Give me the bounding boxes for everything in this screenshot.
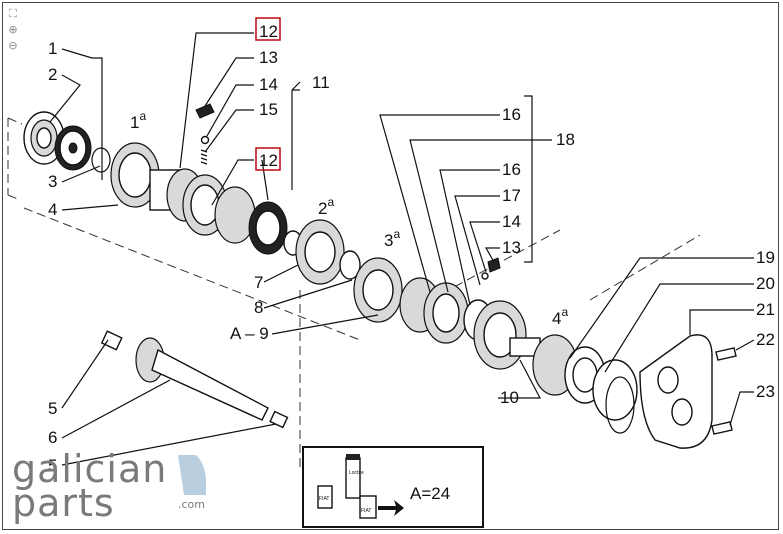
callout-12-top[interactable]: 12 <box>259 22 278 41</box>
callout-16-top[interactable]: 16 <box>502 105 521 124</box>
plate-21-part <box>639 334 713 449</box>
callout-8[interactable]: 8 <box>254 298 263 317</box>
callout-2[interactable]: 2 <box>48 65 57 84</box>
callout-5-bottom[interactable]: 5 <box>48 456 57 475</box>
callout-13-top[interactable]: 13 <box>259 48 278 67</box>
boundary-dashed-right <box>429 229 701 301</box>
sealant-tube-icon <box>345 457 361 499</box>
bearing-part <box>23 111 65 165</box>
gear-2a-part <box>283 219 361 285</box>
svg-text:Loctite: Loctite <box>349 470 364 476</box>
logo-line-1: galician <box>12 447 168 491</box>
callout-19[interactable]: 19 <box>756 248 775 267</box>
logo-car-icon <box>178 455 206 495</box>
callout-22[interactable]: 22 <box>756 330 775 349</box>
sealant-legend: Loctite FIAT FIAT A=24 <box>302 446 484 528</box>
bracket-16 <box>524 95 533 263</box>
highlight-box-12b <box>255 147 281 171</box>
zoom-out-icon[interactable]: ⊖ <box>8 39 18 52</box>
gear-1a-part <box>110 142 204 222</box>
ring-20-part <box>605 376 635 434</box>
svg-text:FIAT: FIAT <box>361 508 371 514</box>
galicianparts-logo: galician parts <box>12 447 168 525</box>
callout-4[interactable]: 4 <box>48 200 57 219</box>
bracket-11 <box>291 89 300 190</box>
fiat-box-left-icon <box>317 485 333 509</box>
bolt-23-part <box>711 421 733 435</box>
key-13b-part <box>487 257 501 273</box>
callout-12-bottom[interactable]: 12 <box>259 151 278 170</box>
callout-gear-2a[interactable]: 2a <box>318 195 334 218</box>
callout-gear-4a[interactable]: 4a <box>552 305 568 328</box>
ball-14b-part <box>481 272 489 280</box>
callout-5-top[interactable]: 5 <box>48 399 57 418</box>
logo-line-2: parts <box>12 481 115 525</box>
bolt-22-part <box>715 347 737 361</box>
callout-21[interactable]: 21 <box>756 300 775 319</box>
callout-14-top[interactable]: 14 <box>259 75 278 94</box>
callout-a9[interactable]: A – 9 <box>230 324 269 343</box>
synchro-hub-part <box>182 174 288 255</box>
highlight-box-12a <box>255 17 281 41</box>
callout-15[interactable]: 15 <box>259 100 278 119</box>
leader-lines <box>49 32 755 466</box>
legend-formula: A=24 <box>410 484 450 503</box>
callout-17[interactable]: 17 <box>502 186 521 205</box>
callout-10[interactable]: 10 <box>500 388 519 407</box>
fiat-box-right-icon <box>359 495 377 519</box>
callout-20[interactable]: 20 <box>756 274 775 293</box>
callout-7[interactable]: 7 <box>254 273 263 292</box>
callout-16-bottom[interactable]: 16 <box>502 160 521 179</box>
callout-gear-3a[interactable]: 3a <box>384 227 400 250</box>
arrow-icon <box>378 500 404 516</box>
callout-3[interactable]: 3 <box>48 172 57 191</box>
callout-14-bottom[interactable]: 14 <box>502 212 521 231</box>
callout-1[interactable]: 1 <box>48 39 57 58</box>
bearing-20-part <box>592 359 638 421</box>
callout-11[interactable]: 11 <box>312 73 330 92</box>
callout-gear-1a[interactable]: 1a <box>130 109 146 132</box>
callout-18[interactable]: 18 <box>556 130 575 149</box>
fit-screen-icon[interactable]: ⛶ <box>9 7 17 20</box>
bracket-1 <box>92 57 103 180</box>
snap-ring-part <box>91 147 111 173</box>
spring-15-part <box>200 149 208 165</box>
logo-domain: .com <box>178 498 205 511</box>
key-13-part <box>195 103 215 119</box>
callout-6[interactable]: 6 <box>48 428 57 447</box>
callout-13-bottom[interactable]: 13 <box>502 238 521 257</box>
callout-23[interactable]: 23 <box>756 382 775 401</box>
ring-part <box>54 125 92 171</box>
shaft-6-part <box>100 330 289 429</box>
zoom-in-icon[interactable]: ⊕ <box>8 23 18 36</box>
gear-3a-part <box>353 257 403 323</box>
svg-text:FIAT: FIAT <box>319 496 329 502</box>
hub-10-part <box>473 300 541 370</box>
boundary-dashed-left <box>7 117 361 341</box>
ball-14-part <box>200 135 210 145</box>
